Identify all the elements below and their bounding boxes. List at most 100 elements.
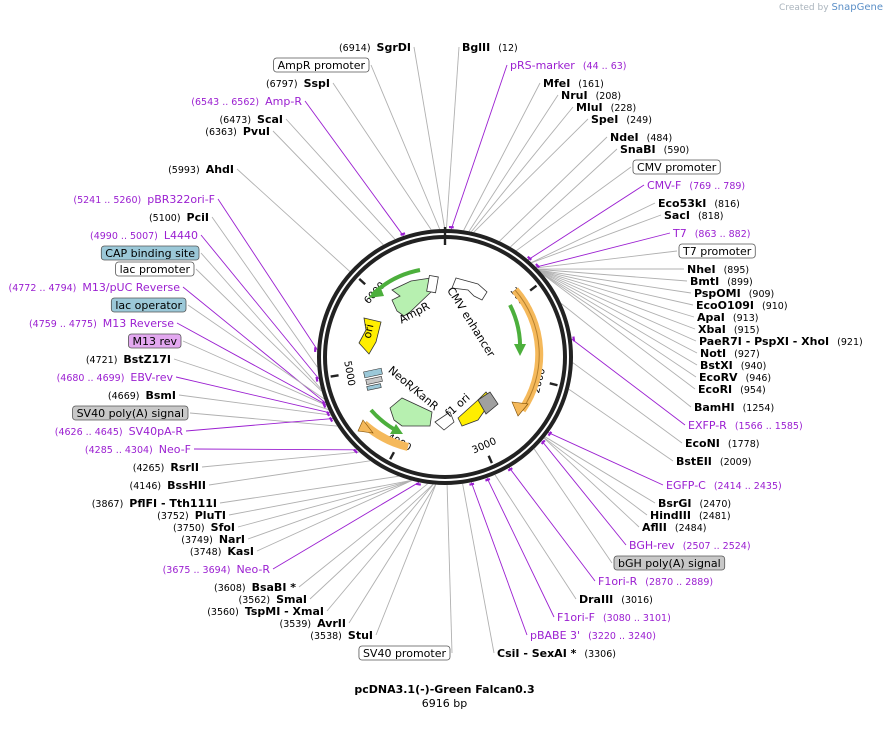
map-label: SpeI(249) — [591, 113, 652, 126]
map-label: BstZ17I(4721) — [86, 353, 171, 366]
primer-mark — [547, 431, 553, 437]
site-name: SfoI — [211, 521, 235, 534]
leader-line — [538, 268, 688, 282]
leader-line — [462, 483, 495, 654]
primer-position: (4285 .. 4304) — [85, 445, 153, 456]
feature-box — [632, 159, 721, 175]
primer-position: (4680 .. 4699) — [57, 373, 125, 384]
site-name: MfeI — [543, 77, 570, 90]
primer-mark — [415, 482, 422, 486]
site-position: (1778) — [728, 439, 760, 450]
site-name: DraIII — [579, 593, 613, 606]
map-label: BsrGI(2470) — [658, 497, 731, 510]
map-label: EcoO109I(910) — [696, 299, 788, 312]
leader-line — [543, 437, 640, 528]
map-label: SspI(6797) — [266, 77, 330, 90]
leader-line — [332, 82, 432, 230]
primer-mark — [540, 439, 546, 445]
map-label: NotI(927) — [700, 347, 760, 360]
map-label: StuI(3538) — [310, 629, 373, 642]
primer-position: (863 .. 882) — [695, 229, 751, 240]
map-label: SnaBI(590) — [620, 143, 689, 156]
map-label: RsrII(4265) — [133, 461, 199, 474]
cmv-enhancer-label: CMV enhancer — [444, 285, 498, 360]
site-name: EcoNI — [685, 437, 720, 450]
leader-line — [463, 82, 541, 231]
lac-block-a — [363, 367, 383, 379]
map-label: EBV-rev(4680 .. 4699) — [57, 371, 174, 384]
ruler-tick — [389, 451, 396, 460]
map-label: KasI(3748) — [190, 545, 254, 558]
map-label: CMV-F(769 .. 789) — [647, 179, 745, 192]
primer-position: (769 .. 789) — [689, 181, 745, 192]
leader-line — [247, 480, 412, 540]
primer-name: Neo-R — [236, 563, 270, 576]
plasmid-size: 6916 bp — [421, 697, 468, 710]
site-name: SmaI — [276, 593, 307, 606]
feature-box-text: lac operator — [115, 299, 182, 312]
map-label: SacI(818) — [664, 209, 724, 222]
ruler-tick — [358, 278, 366, 286]
green-arc-left-top-head — [368, 286, 384, 298]
map-label: F1ori-R(2870 .. 2889) — [598, 575, 713, 588]
map-label: DraIII(3016) — [579, 593, 653, 606]
leader-line — [516, 166, 632, 252]
lac-elements — [363, 367, 383, 391]
map-label: PflFI - Tth111I(3867) — [92, 497, 217, 510]
leader-line — [531, 202, 656, 263]
leader-line — [494, 474, 577, 600]
map-label: BstXI(940) — [700, 359, 766, 372]
site-name: SpeI — [591, 113, 618, 126]
feature-box — [613, 555, 726, 571]
map-label: SV40 promoter — [358, 645, 451, 661]
map-label: BglII(12) — [462, 41, 518, 54]
leader-line — [542, 273, 696, 390]
site-name: PspOMI — [694, 287, 741, 300]
map-label: lac operator — [110, 297, 187, 313]
site-position: (4265) — [133, 463, 165, 474]
lac-block-c — [366, 383, 382, 391]
site-name: ScaI — [257, 113, 283, 126]
leader-line — [201, 451, 360, 468]
site-position: (4669) — [108, 391, 140, 402]
site-name: AflII — [642, 521, 667, 534]
feature-box-text: CAP binding site — [105, 247, 195, 260]
small-white-arrow — [434, 411, 455, 431]
leader-line — [178, 394, 331, 416]
site-name: TspMI - XmaI — [245, 605, 324, 618]
leader-line — [256, 480, 412, 552]
site-name: EcoO109I — [696, 299, 754, 312]
site-name: XbaI — [698, 323, 726, 336]
primer-name: SV40pA-R — [129, 425, 184, 438]
primer-position: (2414 .. 2435) — [714, 481, 782, 492]
map-label: NheI(895) — [687, 263, 749, 276]
feature-box — [273, 57, 370, 73]
site-name: EcoRI — [698, 383, 732, 396]
leader-line — [185, 418, 333, 432]
feature-box-text: AmpR promoter — [278, 59, 366, 72]
map-label: PluTI(3752) — [157, 509, 226, 522]
leader-line — [533, 448, 613, 564]
map-label: NdeI(484) — [610, 131, 672, 144]
map-label: F1ori-F(3080 .. 3101) — [557, 611, 671, 624]
snapgene-logo: SnapGene — [831, 2, 883, 13]
site-position: (3867) — [92, 499, 124, 510]
site-position: (2009) — [720, 457, 752, 468]
leader-line — [548, 432, 664, 486]
map-label: lac promoter — [115, 261, 195, 277]
site-name: ApaI — [697, 311, 725, 324]
leader-line — [211, 216, 318, 368]
site-position: (484) — [647, 133, 673, 144]
site-position: (954) — [740, 385, 766, 396]
site-name: PciI — [187, 211, 209, 224]
leader-line — [539, 270, 697, 342]
site-name: BstZ17I — [123, 353, 171, 366]
leader-line — [370, 64, 441, 230]
map-label: NarI(3749) — [181, 533, 245, 546]
leader-line — [189, 412, 338, 427]
map-label: BsmI(4669) — [108, 389, 176, 402]
leader-line — [468, 94, 559, 232]
leader-line — [228, 480, 412, 516]
site-position: (899) — [727, 277, 753, 288]
